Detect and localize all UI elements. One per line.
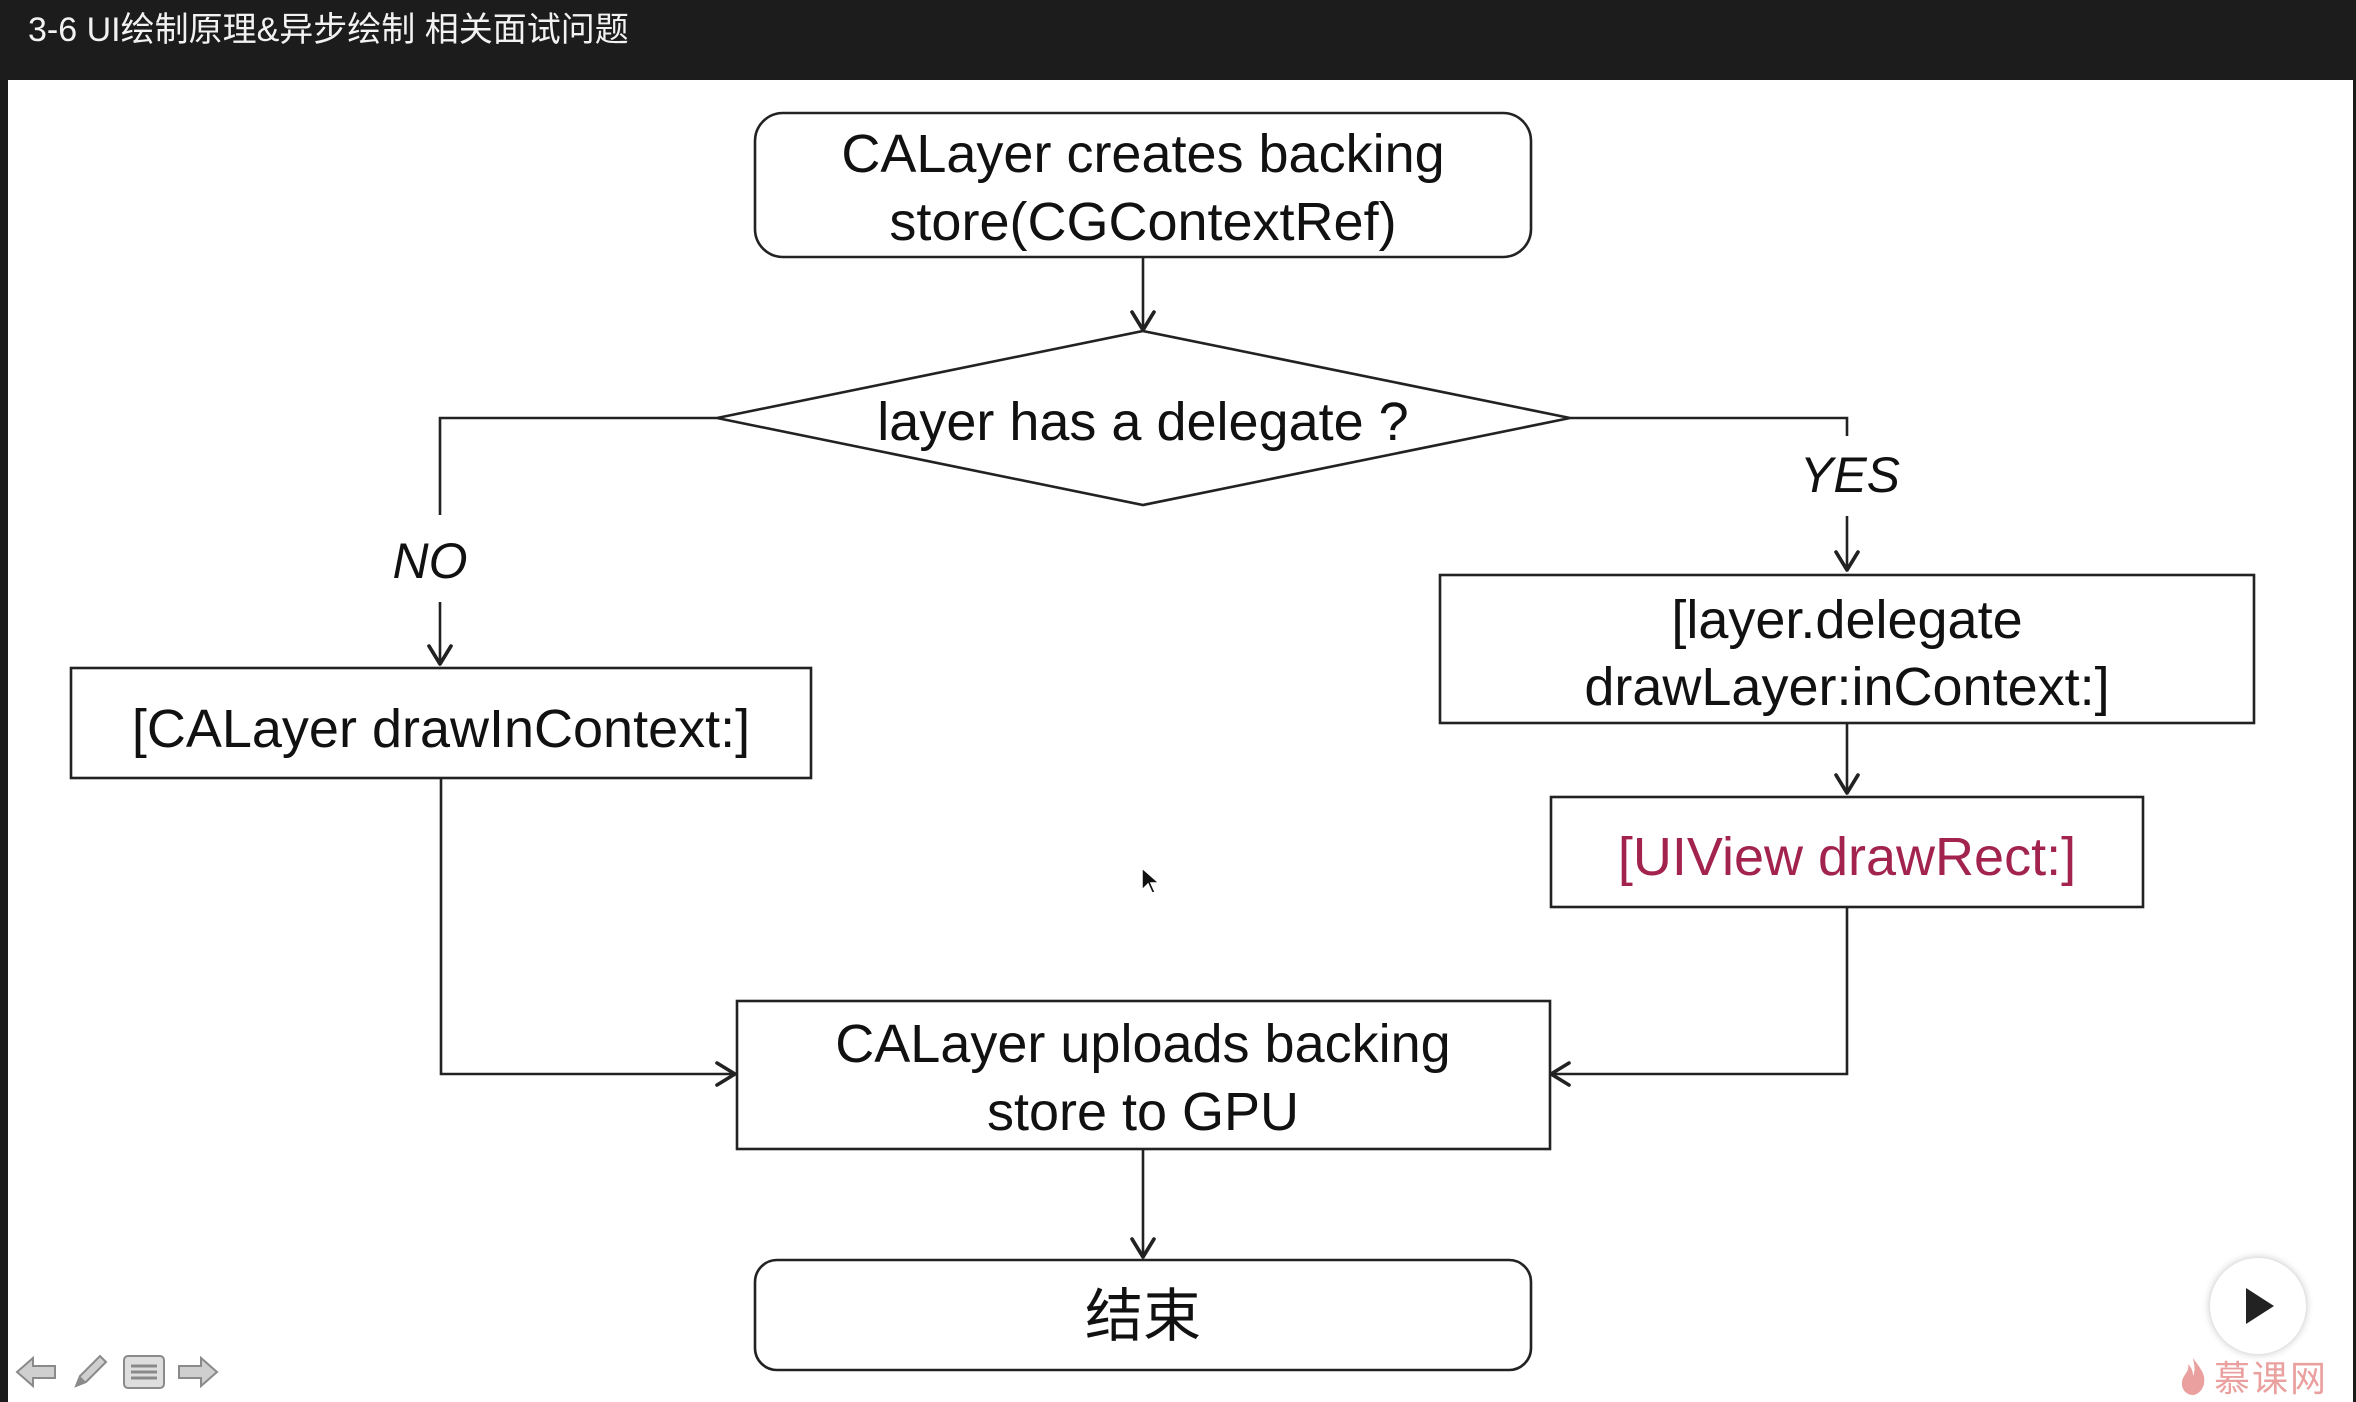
edge-label-no: NO [393,533,468,589]
slide-canvas: CALayer creates backing store(CGContextR… [8,80,2353,1402]
node-drawrect-label: [UIView drawRect:] [1618,827,2076,887]
flowchart: CALayer creates backing store(CGContextR… [69,111,2256,1372]
node-no-branch: [CALayer drawInContext:] [69,666,813,780]
flame-logo-icon [2181,1358,2205,1395]
watermark-text: 慕课网 [2214,1359,2329,1400]
edge-drawrect-to-upload [1549,907,1849,1087]
edge-upload-to-end [1130,1149,1156,1259]
node-decision-label: layer has a delegate ? [877,392,1408,452]
mouse-cursor-icon [1140,866,1162,901]
arrow-right-icon[interactable] [176,1350,220,1394]
edge-yes-to-drawrect [1834,723,1860,795]
play-icon [2246,1288,2274,1324]
edge-start-to-decision [1130,257,1156,332]
node-upload-line2: store to GPU [987,1082,1299,1142]
node-upload-line1: CALayer uploads backing [835,1014,1450,1074]
node-no-branch-label: [CALayer drawInContext:] [132,699,750,759]
slide-nav-controls [14,1350,220,1394]
arrow-left-icon[interactable] [14,1350,58,1394]
node-start-line1: CALayer creates backing [841,124,1444,184]
menu-icon[interactable] [122,1350,166,1394]
edge-decision-to-yes: YES [1570,416,1900,572]
node-yes-branch-line1: [layer.delegate [1671,590,2022,650]
node-start-line2: store(CGContextRef) [889,192,1396,252]
play-button[interactable] [2210,1258,2306,1354]
node-end-label: 结束 [1085,1284,1201,1349]
node-drawrect: [UIView drawRect:] [1549,795,2145,909]
pen-icon[interactable] [68,1350,112,1394]
watermark: 慕课网 [2178,1350,2328,1402]
edge-decision-to-no: NO [393,416,717,666]
node-decision: layer has a delegate ? [716,329,1571,507]
node-yes-branch-line2: drawLayer:inContext:] [1584,657,2109,717]
title-bar: 3-6 UI绘制原理&异步绘制 相关面试问题 [0,0,2356,80]
node-start: CALayer creates backing store(CGContextR… [753,111,1533,259]
node-upload: CALayer uploads backing store to GPU [735,999,1552,1151]
page-title: 3-6 UI绘制原理&异步绘制 相关面试问题 [28,11,629,49]
node-yes-branch: [layer.delegate drawLayer:inContext:] [1438,573,2256,725]
edge-no-to-upload [439,778,737,1087]
node-end: 结束 [753,1258,1533,1372]
edge-label-yes: YES [1800,447,1900,503]
